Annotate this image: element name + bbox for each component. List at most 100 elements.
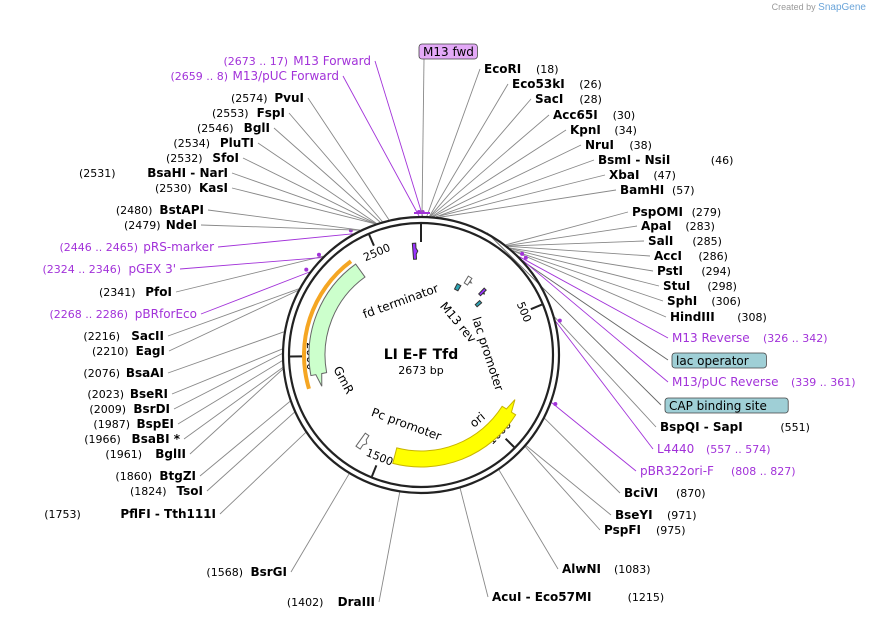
site-position: (2530) xyxy=(155,182,192,195)
site-position: (1568) xyxy=(206,566,243,579)
site-position: (557 .. 574) xyxy=(706,443,771,456)
leader-line xyxy=(510,248,660,287)
site-position: (285) xyxy=(692,235,722,248)
feature-arrows xyxy=(302,242,517,468)
site-label: BsrGI (1568) xyxy=(206,565,287,579)
site-label: DraIII(1402) xyxy=(287,595,375,609)
site-label: PluTI(2534) xyxy=(173,136,254,150)
site-name: EagI xyxy=(136,344,165,358)
site-name: SfoI xyxy=(212,151,239,165)
site-position: (971) xyxy=(667,509,697,522)
leader-line xyxy=(507,245,651,257)
site-position: (38) xyxy=(629,139,652,152)
leader-line xyxy=(429,98,532,217)
site-name: PflFI - Tth111I xyxy=(120,507,216,521)
leader-line xyxy=(421,58,425,217)
leader-line xyxy=(177,360,283,425)
site-label: CAP binding site xyxy=(664,397,789,414)
site-label: SacII(2216) xyxy=(83,329,164,343)
site-position: (286) xyxy=(698,250,728,263)
leader-line xyxy=(551,402,637,472)
leader-line xyxy=(439,189,617,218)
site-label: SacI(28) xyxy=(535,92,602,106)
leader-line xyxy=(429,83,509,217)
site-position: (2546) xyxy=(197,122,234,135)
site-label: PstI (294) xyxy=(657,264,731,278)
site-position: (28) xyxy=(579,93,602,106)
site-position: (2659 .. 8) xyxy=(170,70,228,83)
site-position: (18) xyxy=(536,63,559,76)
boxed-label-text: lac operator xyxy=(676,354,749,368)
site-label: AcuI - Eco57MI(1215) xyxy=(492,590,664,604)
scale-tick xyxy=(370,464,378,477)
leader-line xyxy=(206,411,295,492)
site-position: (870) xyxy=(676,487,706,500)
site-position: (1987) xyxy=(93,418,130,431)
leader-line xyxy=(512,250,664,302)
site-position: (1860) xyxy=(115,470,152,483)
primer-mark xyxy=(553,401,558,406)
site-name: SphI xyxy=(667,294,697,308)
site-label: TsoI(1824) xyxy=(130,484,203,498)
site-position: (2009) xyxy=(89,403,126,416)
site-name: AlwNI xyxy=(562,562,601,576)
leader-line xyxy=(231,187,376,225)
site-position: (2673 .. 17) xyxy=(223,55,288,68)
site-label: HindIII(308) xyxy=(670,310,767,324)
site-name: BsrGI xyxy=(250,565,287,579)
site-label: XbaI(47) xyxy=(609,168,676,182)
site-label: BsmI - NsiI(46) xyxy=(598,153,733,167)
m13-fwd-label: M13 fwd xyxy=(418,43,478,60)
leader-line xyxy=(179,257,322,270)
site-position: (1961) xyxy=(105,448,142,461)
site-label: KpnI(34) xyxy=(570,123,637,137)
site-name: NdeI xyxy=(166,218,197,232)
site-position: (2532) xyxy=(166,152,203,165)
site-name: BseRI xyxy=(130,387,168,401)
scale-tick-label: 2500 xyxy=(361,241,392,264)
leader-line xyxy=(200,224,360,231)
feature-label: fd terminator xyxy=(361,281,440,321)
label-box xyxy=(671,352,767,369)
backbone-ring xyxy=(281,215,561,495)
site-name: PstI xyxy=(657,264,683,278)
site-label: pBRforEco(2268 .. 2286) xyxy=(49,307,197,321)
site-label: pBR322ori-F(808 .. 827) xyxy=(640,464,796,478)
boxed-label-text: CAP binding site xyxy=(669,399,767,413)
leader-line xyxy=(507,240,645,247)
site-name: BsrDI xyxy=(133,402,170,416)
feature-m13-rev xyxy=(477,287,487,297)
leader-line xyxy=(168,290,299,352)
site-name: BsmI - NsiI xyxy=(598,153,670,167)
site-position: (551) xyxy=(780,421,810,434)
leader-line xyxy=(522,260,669,383)
site-position: (30) xyxy=(613,109,636,122)
site-label: BseYI(971) xyxy=(615,508,697,522)
site-label: EcoRI (18) xyxy=(484,62,559,76)
site-name: BglII xyxy=(155,447,186,461)
site-label: BsaAI(2076) xyxy=(83,366,164,380)
site-position: (1753) xyxy=(44,508,81,521)
site-label: BsaBI *(1966) xyxy=(84,432,181,446)
site-name: BtgZI xyxy=(159,469,196,483)
leader-line xyxy=(242,157,376,224)
leader-line xyxy=(175,255,324,293)
site-name: M13 Reverse xyxy=(672,331,750,345)
leader-line xyxy=(519,256,669,339)
site-name: EcoRI xyxy=(484,62,521,76)
leader-line xyxy=(524,262,669,361)
site-position: (2531) xyxy=(79,167,116,180)
site-name: SalI xyxy=(648,234,673,248)
site-label: BseRI (2023) xyxy=(87,387,168,401)
leader-line xyxy=(555,321,654,450)
site-name: DraIII xyxy=(338,595,375,609)
site-position: (2023) xyxy=(87,388,124,401)
primer-mark xyxy=(520,251,525,256)
site-name: AccI xyxy=(654,249,682,263)
site-name: PspOMI xyxy=(632,205,683,219)
snapgene-watermark: Created by SnapGene xyxy=(771,2,866,13)
site-name: Acc65I xyxy=(553,108,598,122)
site-label: BspEI(1987) xyxy=(93,417,174,431)
boxed-label-text: M13 fwd xyxy=(423,45,474,59)
site-position: (294) xyxy=(701,265,731,278)
